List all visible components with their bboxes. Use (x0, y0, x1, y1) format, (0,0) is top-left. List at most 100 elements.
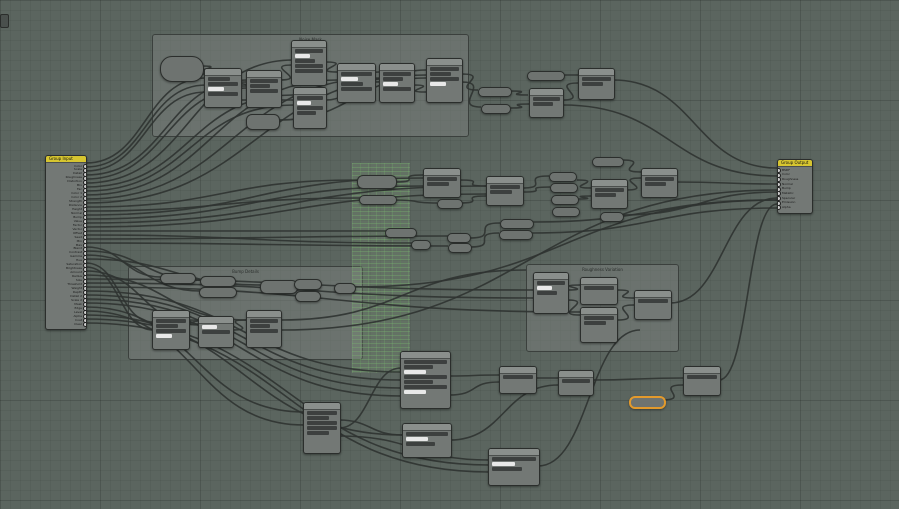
socket-label: Fac (77, 187, 82, 192)
socket[interactable] (778, 172, 781, 178)
math-node[interactable] (558, 370, 594, 396)
reroute-node[interactable] (260, 280, 298, 294)
socket-label: Height (72, 206, 82, 211)
reroute-node[interactable] (478, 87, 512, 97)
socket-label: Scale (73, 167, 82, 172)
socket[interactable] (83, 322, 86, 328)
reroute-node[interactable] (437, 199, 463, 209)
node-link (576, 179, 592, 189)
reroute-node[interactable] (160, 273, 196, 284)
editor-corner-handle[interactable] (0, 14, 9, 28)
reroute-node[interactable] (549, 172, 577, 182)
socket[interactable] (778, 196, 781, 201)
math-node[interactable] (499, 366, 537, 394)
socket[interactable] (778, 205, 781, 211)
principled-node[interactable] (400, 351, 451, 409)
socket[interactable] (778, 182, 781, 187)
reroute-node[interactable] (499, 230, 533, 240)
frame-label: Noise Mask (153, 37, 468, 42)
reroute-node[interactable] (592, 157, 624, 167)
reroute-node[interactable] (600, 212, 624, 222)
math-node[interactable] (246, 70, 282, 108)
node-link (338, 419, 403, 436)
math-node[interactable] (198, 316, 234, 348)
node-link (675, 181, 778, 185)
node-link (661, 384, 684, 401)
mapping-node[interactable] (402, 423, 452, 458)
image-texture-node[interactable] (488, 448, 540, 486)
socket-label: Distance (68, 203, 82, 207)
socket-label: Scale 2 (71, 297, 82, 302)
mix-node[interactable] (529, 88, 564, 118)
socket-label: Detail 2 (70, 293, 82, 298)
socket-label: Radius (71, 274, 82, 279)
socket[interactable] (778, 200, 781, 206)
reroute-node[interactable] (357, 175, 397, 189)
socket-label: Size (75, 278, 82, 283)
reroute-node[interactable] (200, 276, 236, 287)
socket-label: Color (74, 163, 82, 168)
mix-node[interactable] (683, 366, 721, 396)
reroute-node[interactable] (550, 183, 578, 193)
math-node[interactable] (580, 277, 618, 305)
socket[interactable] (778, 186, 781, 192)
math-node[interactable] (580, 307, 618, 343)
socket[interactable] (778, 168, 781, 173)
math-node[interactable] (423, 168, 461, 198)
node-link (469, 232, 500, 248)
math-node[interactable] (293, 87, 327, 129)
reroute-node[interactable] (295, 291, 321, 302)
socket-label: Roughness (782, 176, 799, 181)
reroute-node-selected[interactable] (629, 396, 666, 409)
mix-node[interactable] (591, 179, 628, 209)
node-link (85, 179, 359, 208)
reroute-node[interactable] (448, 243, 472, 253)
noise-texture-node[interactable] (291, 40, 327, 86)
reroute-node[interactable] (294, 279, 322, 290)
math-node[interactable] (204, 68, 242, 108)
reroute-node[interactable] (447, 233, 471, 243)
mix-node[interactable] (578, 68, 615, 100)
reroute-node[interactable] (334, 283, 356, 294)
socket-label: Level (74, 309, 82, 314)
mix-node[interactable] (426, 58, 463, 103)
socket-label: Brightness (66, 266, 82, 271)
socket-label: Normal (71, 210, 82, 215)
socket-label: Clear (74, 321, 82, 326)
reroute-node[interactable] (481, 104, 511, 114)
socket-label: Weight (71, 285, 82, 290)
node-link (469, 222, 501, 239)
math-node[interactable] (486, 176, 524, 206)
node-link (459, 179, 487, 187)
node-link (591, 377, 684, 381)
socket-label: Metallic (782, 190, 794, 195)
node-link (85, 197, 361, 212)
node-link (625, 177, 642, 191)
reroute-node[interactable] (359, 195, 397, 205)
mix-node[interactable] (641, 168, 678, 198)
socket-label: Strength (69, 199, 82, 204)
socket-label: Normal (782, 181, 793, 186)
reroute-node[interactable] (246, 114, 280, 130)
reroute-node[interactable] (500, 219, 534, 229)
reroute-node[interactable] (527, 71, 565, 81)
bump-node[interactable] (152, 310, 190, 350)
noise-texture-node[interactable] (533, 272, 569, 314)
reroute-node[interactable] (160, 56, 204, 82)
texture-coordinate-node[interactable] (303, 402, 341, 454)
map-range-node[interactable] (379, 63, 415, 103)
reroute-node[interactable] (385, 228, 417, 238)
node-link (718, 203, 778, 381)
socket-label: Min (76, 238, 82, 243)
mix-node[interactable] (634, 290, 672, 320)
mix-node[interactable] (246, 310, 282, 348)
color-ramp-node[interactable] (337, 63, 376, 103)
reroute-node[interactable] (552, 207, 580, 217)
reroute-node[interactable] (551, 195, 579, 205)
reroute-node[interactable] (411, 240, 431, 250)
reroute-node[interactable] (199, 287, 237, 298)
